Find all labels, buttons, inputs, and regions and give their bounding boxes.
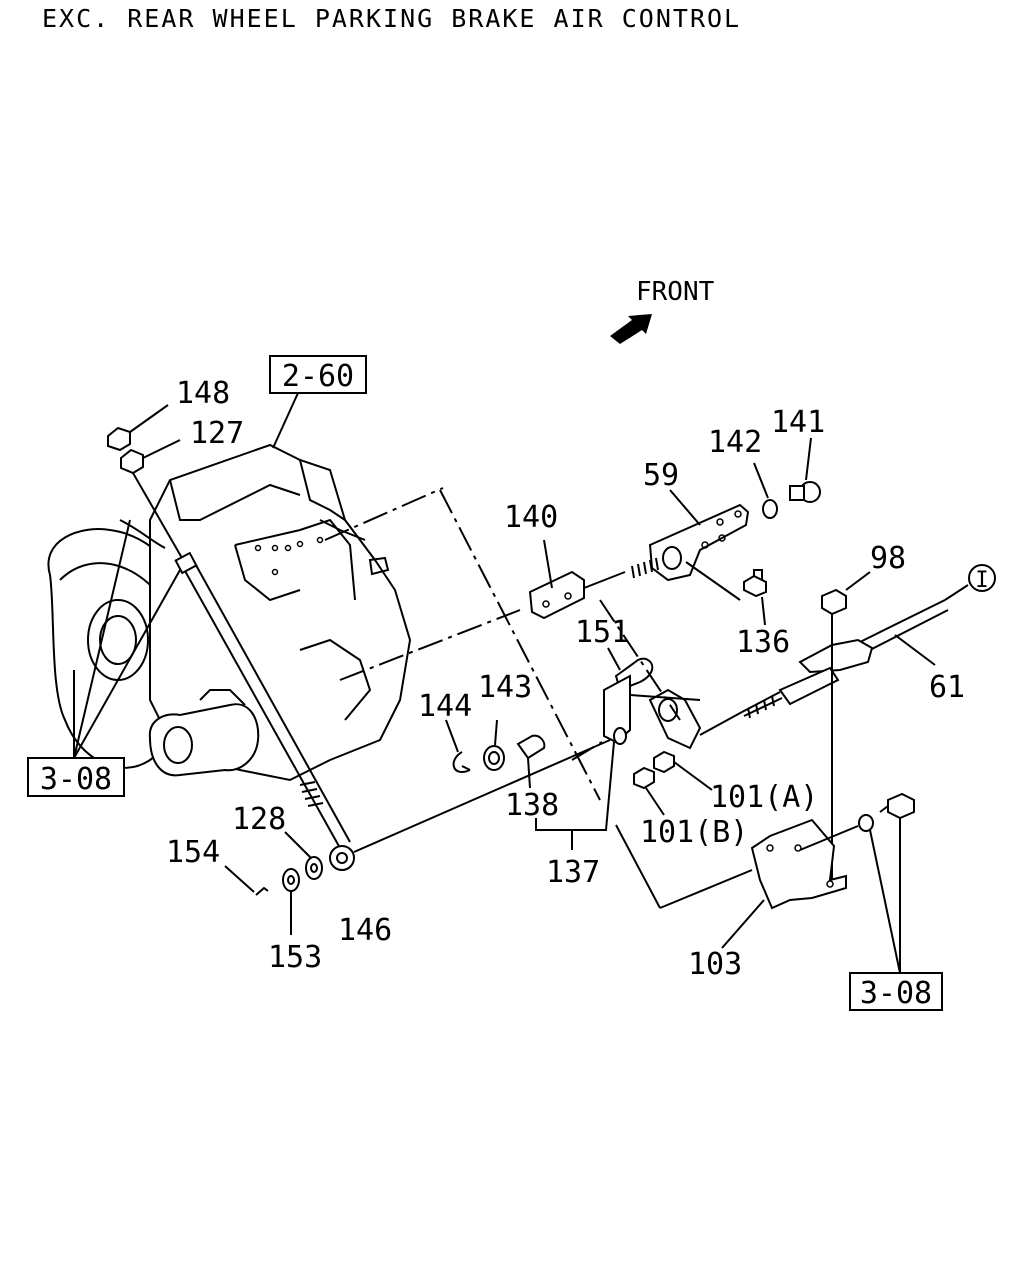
label-101a: 101(A) <box>710 780 818 815</box>
label-141: 141 <box>771 405 825 440</box>
label-137: 137 <box>546 855 600 890</box>
brake-rod <box>119 519 351 849</box>
washer-153 <box>282 868 300 892</box>
washer-128 <box>305 856 323 880</box>
label-138: 138 <box>505 788 559 823</box>
pin-138 <box>516 734 546 760</box>
nut-148 <box>107 426 131 452</box>
nut-101b <box>633 766 655 790</box>
diagram-title: EXC. REAR WHEEL PARKING BRAKE AIR CONTRO… <box>42 4 741 33</box>
svg-text:I: I <box>975 568 988 593</box>
label-154: 154 <box>166 835 220 870</box>
label-61: 61 <box>929 670 965 705</box>
bolt-right <box>879 792 915 820</box>
svg-text:3-08: 3-08 <box>40 762 112 797</box>
washer-right <box>858 814 874 832</box>
bracket-59 <box>631 503 750 582</box>
bolt-98 <box>821 588 847 640</box>
washer-143 <box>483 745 505 771</box>
front-label: FRONT <box>636 277 715 307</box>
label-127: 127 <box>190 416 244 451</box>
label-98: 98 <box>870 541 906 576</box>
label-151: 151 <box>575 615 629 650</box>
label-128: 128 <box>232 802 286 837</box>
ref-box-right[interactable]: 3-08 <box>849 972 943 1011</box>
label-144: 144 <box>418 689 472 724</box>
svg-text:3-08: 3-08 <box>860 976 932 1011</box>
knob-141 <box>789 481 821 503</box>
label-143: 143 <box>478 670 532 705</box>
bracket-140 <box>528 570 585 620</box>
label-142: 142 <box>708 425 762 460</box>
label-146: 146 <box>338 913 392 948</box>
ref-box-top[interactable]: 2-60 <box>269 355 367 394</box>
rod-end-146 <box>329 845 355 871</box>
label-101b: 101(B) <box>640 815 748 850</box>
label-103: 103 <box>688 947 742 982</box>
cable-61 <box>741 599 949 880</box>
ref-box-left[interactable]: 3-08 <box>27 757 125 797</box>
fitting-136 <box>743 569 767 598</box>
clip-142 <box>762 499 778 519</box>
label-59: 59 <box>643 458 679 493</box>
circle-ref-I: I <box>968 564 996 593</box>
lever-137 <box>603 674 702 750</box>
nut-127 <box>120 448 144 475</box>
label-136: 136 <box>736 625 790 660</box>
svg-text:2-60: 2-60 <box>282 359 354 394</box>
label-153: 153 <box>268 940 322 975</box>
clip-144 <box>452 751 471 773</box>
nut-101a <box>653 750 675 774</box>
cotter-pin-154 <box>255 886 269 896</box>
label-148: 148 <box>176 376 230 411</box>
label-140: 140 <box>504 500 558 535</box>
front-arrow-icon <box>610 314 652 344</box>
bracket-103 <box>750 818 847 910</box>
